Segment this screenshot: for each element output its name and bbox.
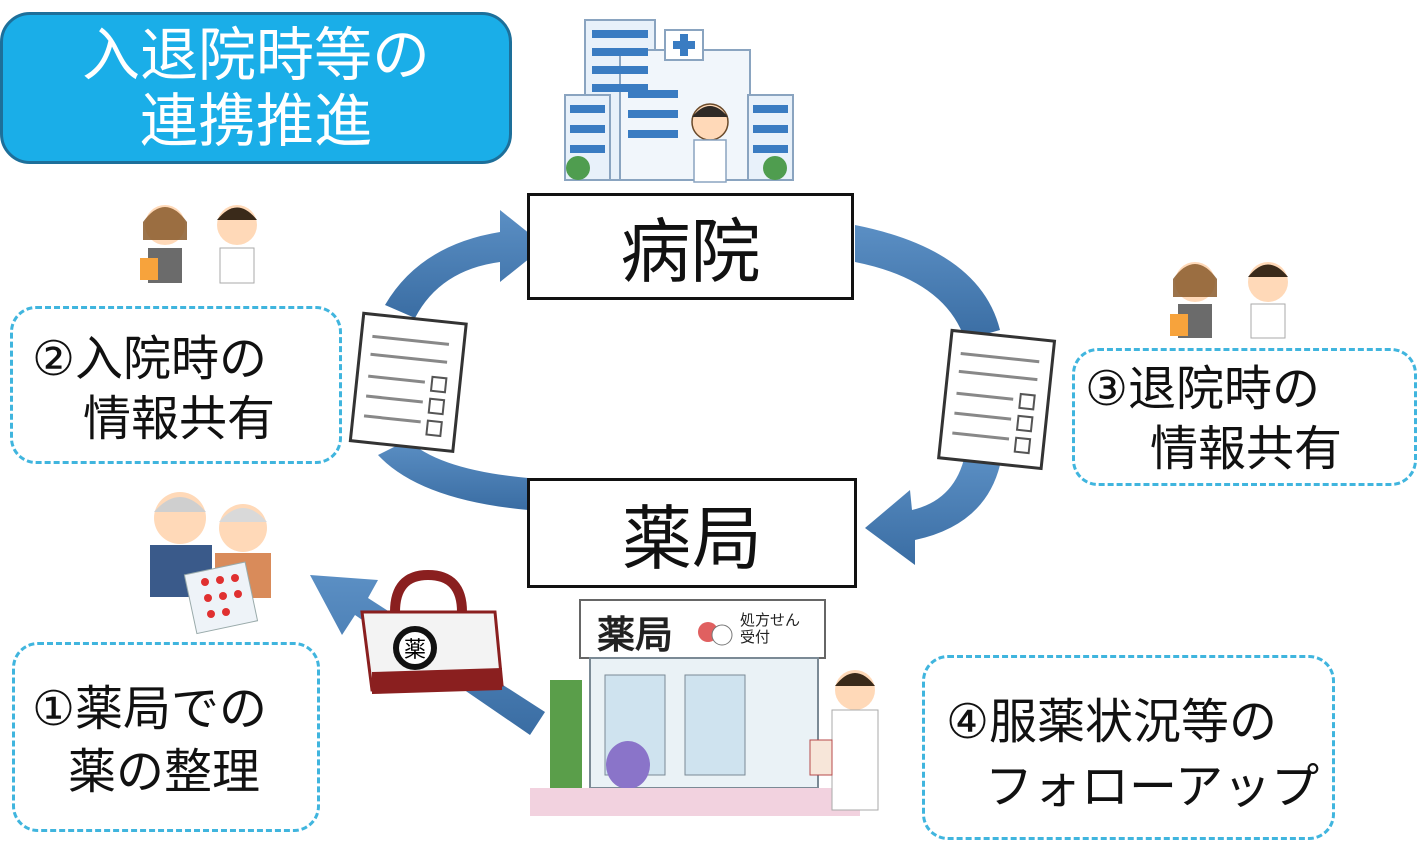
hospital-node: 病院 bbox=[527, 193, 854, 300]
step-1-line-2: 薬の整理 bbox=[68, 744, 261, 800]
step-1-box bbox=[12, 642, 320, 832]
checklist-document-right bbox=[937, 328, 1057, 471]
arrow-to-pharmacy bbox=[865, 455, 1000, 565]
pharmacy-store-illustration bbox=[530, 599, 879, 816]
title-line-1: 入退院時等の bbox=[81, 21, 430, 89]
hospital-staff-illustration-right bbox=[1170, 262, 1288, 339]
step-3-line-2: 情報共有 bbox=[1150, 421, 1343, 477]
step-2-box bbox=[10, 306, 342, 464]
arrow-to-hospital bbox=[385, 210, 545, 318]
medicine-bag-badge: 薬 bbox=[393, 626, 437, 670]
pharmacy-sign-text: 薬局 bbox=[597, 613, 674, 657]
rx-sign-text: 処方せん受付 bbox=[740, 611, 801, 646]
step-3-line-1: ③退院時の bbox=[1085, 361, 1321, 417]
arrow-pharmacy-to-left bbox=[378, 440, 528, 510]
title-line-2: 連携推進 bbox=[139, 87, 372, 155]
checklist-document-left bbox=[348, 311, 468, 454]
step-4-box bbox=[922, 655, 1335, 840]
step-3-box bbox=[1072, 348, 1417, 486]
elderly-patients-illustration bbox=[150, 492, 271, 635]
step-4-line-1: ④服薬状況等の bbox=[946, 694, 1278, 750]
step-1-line-1: ①薬局での bbox=[32, 681, 268, 737]
title-text: 入退院時等の 連携推進 bbox=[0, 12, 512, 164]
pharmacy-node: 薬局 bbox=[527, 478, 857, 588]
step-4-line-2: フォローアップ bbox=[985, 759, 1320, 815]
step-2-line-2: 情報共有 bbox=[83, 391, 276, 447]
arrow-hospital-to-right bbox=[855, 225, 1000, 340]
hospital-building-illustration bbox=[564, 19, 794, 183]
step-2-line-1: ②入院時の bbox=[32, 331, 268, 387]
title-banner bbox=[0, 12, 512, 164]
hospital-staff-illustration-left bbox=[140, 205, 257, 284]
